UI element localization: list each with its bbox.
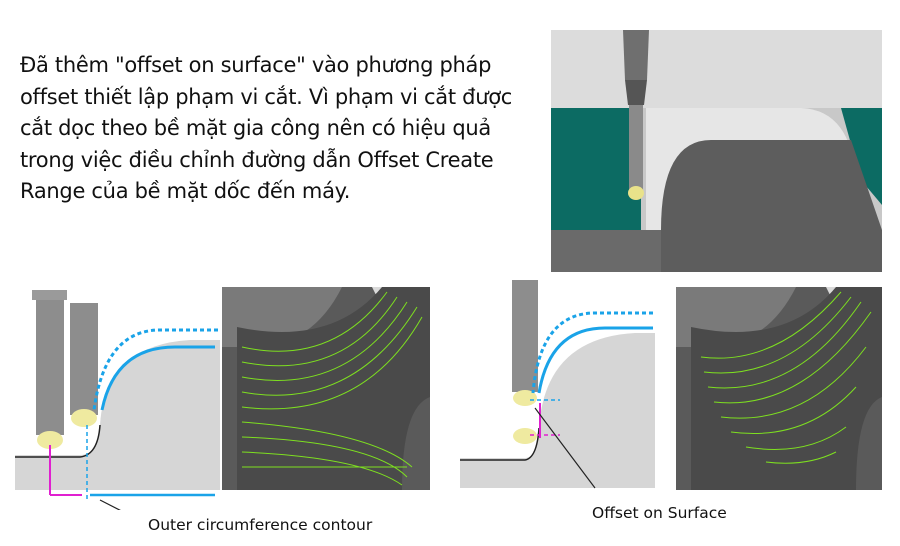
description-line: trong việc điều chỉnh đường dẫn Offset C… [20, 147, 494, 172]
offset-on-surface-diagram [460, 280, 655, 489]
offset-on-surface-label: Offset on Surface [592, 504, 727, 522]
description-text: Đã thêm "offset on surface" vào phương p… [20, 50, 550, 208]
outer-contour-diagram [15, 290, 220, 510]
outer-contour-toolpath-render [222, 287, 430, 490]
description-line: cắt dọc theo bề mặt gia công nên có hiệu… [20, 116, 491, 140]
description-line: Range của bề mặt dốc đến máy. [20, 179, 351, 203]
description-line: offset thiết lập phạm vi cắt. Vì phạm vi… [20, 84, 513, 109]
tool-render-image [551, 30, 882, 272]
outer-circumference-contour-label: Outer circumference contour [148, 516, 373, 534]
description-line: Đã thêm "offset on surface" vào phương p… [20, 53, 492, 77]
offset-on-surface-toolpath-render [676, 287, 882, 490]
